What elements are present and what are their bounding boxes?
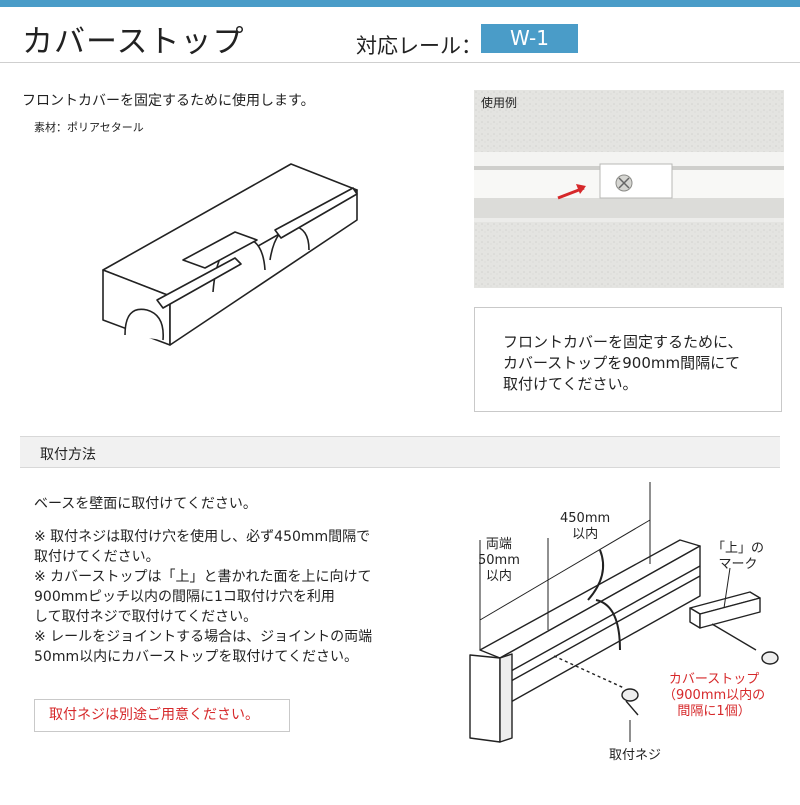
callout-line-1: カバーストップ (668, 672, 760, 687)
dim-450-label: 450mm 以内 (560, 511, 610, 543)
screw-warning: 取付ネジは別途ご用意ください。 (34, 699, 290, 732)
dim-450-note: 以内 (572, 527, 599, 542)
dim-50-value: 50mm (478, 553, 520, 568)
screw-label: 取付ネジ (609, 748, 662, 763)
usage-example-photo: 使用例 (474, 90, 784, 288)
dim-50-label: 両端 50mm 以内 (478, 537, 520, 585)
install-method-section-header: 取付方法 (20, 436, 780, 468)
material-text: 素材：ポリアセタール (34, 121, 144, 134)
note-line-1: フロントカバーを固定するために、 (503, 333, 743, 351)
install-notes: ※ 取付ネジは取付け穴を使用し、必ず450mm間隔で 取付けてください。 ※ カ… (34, 527, 372, 667)
top-accent-bar (0, 0, 800, 7)
dim-50-note: 以内 (485, 569, 512, 584)
note-item: 900mmピッチ以内の間隔に1コ取付け穴を利用 (34, 589, 335, 605)
note-line-3: 取付けてください。 (503, 375, 638, 393)
header-divider (0, 62, 800, 63)
installation-interval-note: フロントカバーを固定するために、 カバーストップを900mm間隔にて 取付けてく… (474, 307, 782, 412)
dim-450-value: 450mm (560, 511, 611, 526)
cover-stop-callout: カバーストップ （900mm以内の 間隔に1個） (663, 672, 765, 720)
photo-wall-rail (474, 90, 784, 288)
note-line-2: カバーストップを900mm間隔にて (503, 354, 741, 372)
product-description: フロントカバーを固定するために使用します。 (22, 93, 315, 109)
note-item: 取付けてください。 (34, 549, 160, 565)
up-mark-line-1: 「上」の (712, 541, 765, 556)
callout-line-3: 間隔に1個） (677, 704, 751, 719)
note-item: ※ レールをジョイントする場合は、ジョイントの両端 (34, 629, 373, 645)
install-step: ベースを壁面に取付けてください。 (34, 496, 257, 512)
cover-stop-illustration (102, 163, 358, 346)
section-title: 取付方法 (40, 447, 96, 463)
up-mark-line-2: マーク (718, 557, 758, 572)
note-item: ※ カバーストップは「上」と書かれた面を上に向けて (34, 569, 372, 585)
page-title: カバーストップ (22, 24, 245, 60)
compatible-rail-label: 対応レール： (356, 34, 482, 58)
note-item: ※ 取付ネジは取付け穴を使用し、必ず450mm間隔で (34, 529, 371, 545)
note-item: して取付ネジで取付けてください。 (34, 609, 258, 625)
photo-label: 使用例 (481, 96, 518, 110)
installation-diagram (469, 482, 779, 743)
up-mark-label: 「上」の マーク (712, 541, 764, 573)
dim-50-title: 両端 (485, 537, 512, 552)
rail-model-badge: W-1 (481, 24, 578, 53)
note-item: 50mm以内にカバーストップを取付けてください。 (34, 649, 358, 665)
callout-line-2: （900mm以内の (663, 688, 766, 703)
